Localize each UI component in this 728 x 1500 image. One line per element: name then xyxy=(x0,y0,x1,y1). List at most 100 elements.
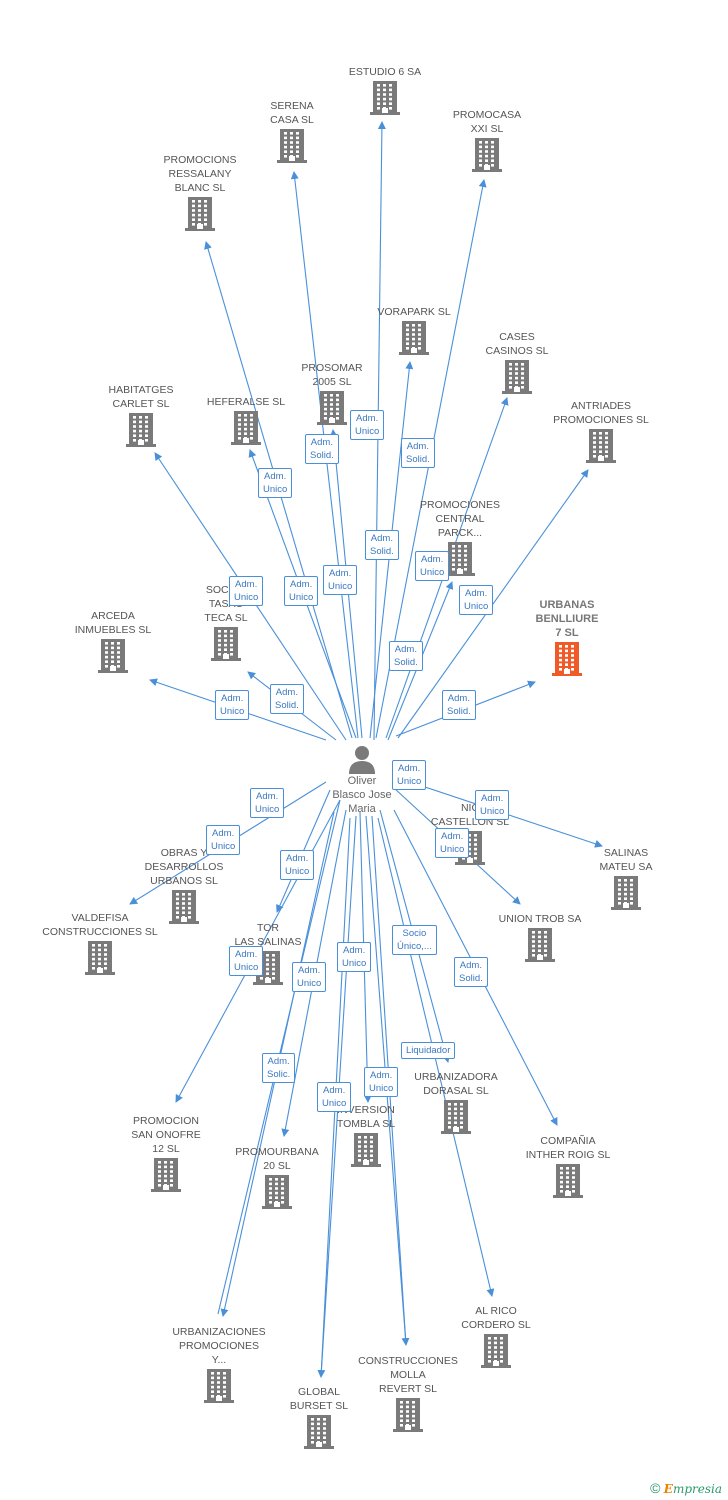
building-icon xyxy=(502,360,532,394)
building-icon xyxy=(169,890,199,924)
center-person-node[interactable]: Oliver Blasco Jose Maria xyxy=(322,744,402,816)
relation-label[interactable]: Adm.Solid. xyxy=(270,684,304,714)
building-icon xyxy=(351,1133,381,1167)
relation-label[interactable]: Adm.Unico xyxy=(284,576,319,606)
copyright-icon: © xyxy=(650,1480,661,1496)
building-icon xyxy=(445,542,475,576)
building-icon xyxy=(304,1415,334,1449)
building-icon xyxy=(393,1398,423,1432)
relation-label[interactable]: Adm.Unico xyxy=(250,788,285,818)
relation-label[interactable]: Adm.Solid. xyxy=(454,957,488,987)
building-icon xyxy=(204,1369,234,1403)
building-icon xyxy=(441,1100,471,1134)
company-name: VORAPARK SL xyxy=(377,306,451,318)
relation-label[interactable]: Adm.Unico xyxy=(475,790,510,820)
building-icon xyxy=(370,81,400,115)
company-node-heferalse[interactable]: HEFERALSE SL xyxy=(186,395,306,445)
building-icon xyxy=(481,1334,511,1368)
building-icon xyxy=(553,1164,583,1198)
building-icon xyxy=(277,129,307,163)
relation-label[interactable]: Adm.Unico xyxy=(215,690,250,720)
building-icon xyxy=(262,1175,292,1209)
building-icon xyxy=(211,627,241,661)
relation-label[interactable]: Adm.Unico xyxy=(323,565,358,595)
building-icon xyxy=(85,941,115,975)
company-node-estudio6[interactable]: ESTUDIO 6 SA xyxy=(325,65,445,115)
relation-label[interactable]: Adm.Solic. xyxy=(262,1053,296,1083)
relation-label[interactable]: Adm.Unico xyxy=(415,551,450,581)
building-icon xyxy=(525,928,555,962)
relation-label[interactable]: Adm.Unico xyxy=(280,850,315,880)
building-icon xyxy=(586,429,616,463)
relation-label[interactable]: Adm.Solid. xyxy=(442,690,476,720)
relation-label[interactable]: Adm.Unico xyxy=(337,942,372,972)
relation-label[interactable]: Adm.Unico xyxy=(350,410,385,440)
relation-label[interactable]: Adm.Solid. xyxy=(389,641,423,671)
empresia-logo-initial: E xyxy=(663,1482,673,1496)
relation-label[interactable]: Adm.Solid. xyxy=(401,438,435,468)
building-icon xyxy=(611,876,641,910)
building-icon xyxy=(317,391,347,425)
person-icon xyxy=(349,746,375,774)
relation-label[interactable]: Adm.Solid. xyxy=(365,530,399,560)
building-icon xyxy=(185,197,215,231)
relation-label[interactable]: Adm.Unico xyxy=(364,1067,399,1097)
relation-label[interactable]: Adm.Unico xyxy=(229,576,264,606)
company-node-vorapark[interactable]: VORAPARK SL xyxy=(354,305,474,355)
relation-label[interactable]: Adm.Unico xyxy=(292,962,327,992)
relation-label[interactable]: Adm.Unico xyxy=(229,946,264,976)
relation-label[interactable]: Liquidador xyxy=(401,1042,456,1059)
company-node-uniontrob[interactable]: UNION TROB SA xyxy=(480,912,600,962)
relation-label[interactable]: Adm.Unico xyxy=(258,468,293,498)
relation-label[interactable]: Adm.Unico xyxy=(459,585,494,615)
relation-label[interactable]: Adm.Unico xyxy=(435,828,470,858)
relation-label[interactable]: Adm.Unico xyxy=(392,760,427,790)
relation-label[interactable]: Adm.Unico xyxy=(206,825,241,855)
relation-label[interactable]: Adm.Solid. xyxy=(305,434,339,464)
relation-label[interactable]: Adm.Unico xyxy=(317,1082,352,1112)
empresia-logo-text: mpresia xyxy=(672,1482,722,1496)
company-name: UNION TROB SA xyxy=(498,913,582,925)
company-name: HEFERALSE SL xyxy=(206,396,286,408)
